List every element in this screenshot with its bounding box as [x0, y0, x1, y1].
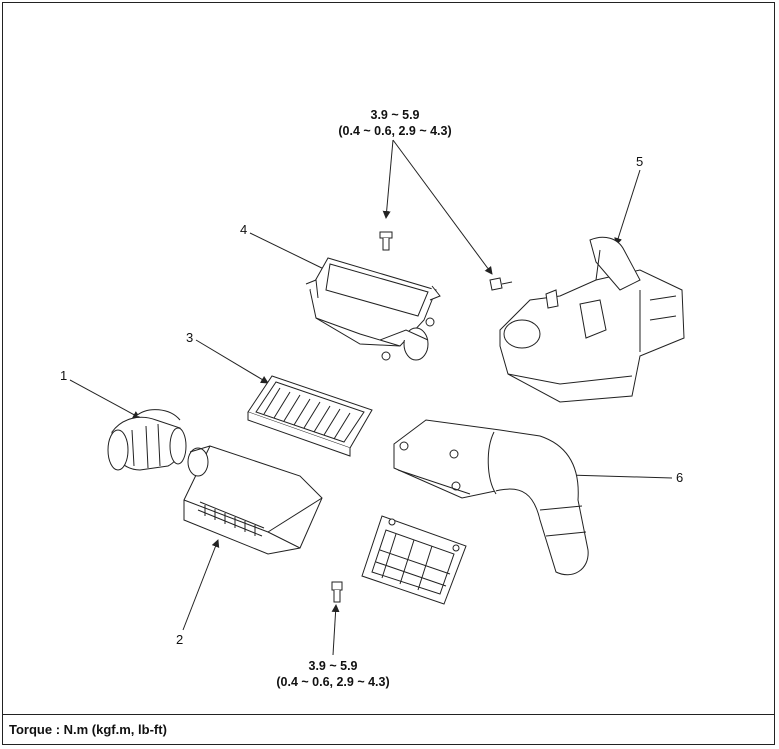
callout-4: 4	[240, 222, 248, 237]
leader-line-2	[182, 539, 220, 631]
part-6-intake-duct	[393, 419, 589, 576]
leader-line-6	[567, 471, 673, 480]
bolt-bottom	[331, 581, 343, 603]
torque-units-legend: Torque : N.m (kgf.m, lb-ft)	[9, 722, 167, 737]
torque-bottom-conversion: (0.4 ~ 0.6, 2.9 ~ 4.3)	[276, 675, 390, 689]
bolt-top-cover	[379, 231, 393, 251]
bolt-top-bracket	[489, 277, 513, 291]
leader-line-5	[614, 169, 641, 246]
part-5-resonator	[499, 236, 685, 403]
leader-line-3	[195, 339, 269, 384]
torque-spec-top: 3.9 ~ 5.9 (0.4 ~ 0.6, 2.9 ~ 4.3)	[300, 107, 490, 139]
callout-1: 1	[60, 368, 68, 383]
callout-5: 5	[636, 154, 644, 169]
part-3-filter-element	[247, 375, 373, 457]
part-2-lower-case	[183, 445, 323, 555]
footer-divider	[2, 714, 775, 715]
leader-torque-bottom	[331, 604, 340, 656]
callout-2: 2	[176, 632, 184, 647]
torque-top-conversion: (0.4 ~ 0.6, 2.9 ~ 4.3)	[338, 124, 452, 138]
leader-torque-top-b	[392, 139, 493, 275]
part-4-upper-cover	[305, 257, 441, 361]
leader-line-4	[249, 232, 331, 273]
leader-line-1	[69, 379, 141, 419]
callout-3: 3	[186, 330, 194, 345]
part-1-intake-hose	[107, 409, 187, 471]
torque-top-value: 3.9 ~ 5.9	[370, 108, 420, 122]
bottom-screen-bracket	[361, 515, 467, 605]
torque-spec-bottom: 3.9 ~ 5.9 (0.4 ~ 0.6, 2.9 ~ 4.3)	[238, 658, 428, 690]
torque-bottom-value: 3.9 ~ 5.9	[308, 659, 358, 673]
callout-6: 6	[676, 470, 684, 485]
leader-torque-top-a	[382, 139, 394, 219]
